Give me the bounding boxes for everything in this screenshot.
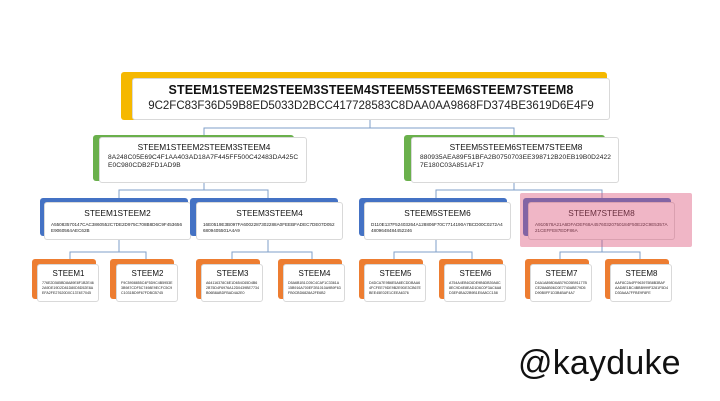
connector-l3b-l4 [231, 238, 313, 262]
leaf-node-hash: 776E2D585BD8A89E8F1B2E462A9DE19D2D81D80D… [42, 281, 94, 295]
level3-node-hash: D110E137F52403264A128806F70C7714190A7BCD… [371, 222, 503, 233]
connector-root-left [203, 120, 371, 136]
highlight-overlay [520, 193, 692, 247]
level3-node-34: STEEM3STEEM4 16E0519E3B097FA600228730228… [196, 202, 343, 240]
level3-node-78: STEEM7STEEM8 A910578A21A6DFADEF68A457603… [528, 202, 675, 240]
leaf-node-title: STEEM1 [52, 269, 85, 278]
level3-node-title: STEEM3STEEM4 [236, 208, 303, 218]
leaf-node-title: STEEM3 [216, 269, 249, 278]
connector-l2a-l3a [118, 182, 205, 200]
level3-node-56: STEEM5STEEM6 D110E137F52403264A128806F70… [364, 202, 511, 240]
leaf-node-steem3: STEEM3 A64116378C6E1D654C65D4B62B75D4F69… [201, 264, 263, 302]
leaf-node-hash: A754A4EB6C6DE9B6DB39A8C8EC9D4E8EAD1D6C0F… [449, 281, 502, 295]
leaf-node-hash: AAF8C2A4FF963975B8B3BAF AAD8E1BC4BBB999F… [615, 281, 668, 295]
level3-node-hash: 16E0519E3B097FA6002287302288A0FEEBFADEC7… [203, 222, 335, 233]
level3-node-title: STEEM5STEEM6 [404, 208, 471, 218]
root-node-title: STEEM1STEEM2STEEM3STEEM4STEEM5STEEM6STEE… [168, 83, 574, 97]
connector-l3d-l4 [559, 238, 641, 262]
leaf-node-steem8: STEEM8 AAF8C2A4FF963975B8B3BAF AAD8E1BC4… [610, 264, 672, 302]
connector-l2b-l3c [435, 182, 515, 200]
leaf-node-hash: D4DCA7E9B6E5A8ECDDBAA64FCFEE79DE9B2E9DE3… [369, 281, 421, 295]
level2-node-1234: STEEM1STEEM2STEEM3STEEM4 8A248C05E69C4F1… [99, 137, 307, 183]
level2-node-5678: STEEM5STEEM6STEEM7STEEM8 880935AEA89F51B… [411, 137, 619, 183]
level3-node-title: STEEM1STEEM2 [84, 208, 151, 218]
level3-node-hash: A55083570147CAC3860552C7DE2D975C708B8D6C… [51, 222, 183, 233]
level2-node-hash: 8A248C05E69C4F1AA403AD18A7F445FF500C4248… [108, 154, 299, 169]
level2-node-title: STEEM1STEEM2STEEM3STEEM4 [137, 142, 271, 152]
leaf-node-title: STEEM8 [625, 269, 658, 278]
leaf-node-title: STEEM5 [379, 269, 412, 278]
level3-node-title: STEEM7STEEM8 [568, 208, 635, 218]
leaf-node-steem2: STEEM2 F9C5908855C4F5D9C4B5953E3B987CDF5… [116, 264, 178, 302]
author-watermark: @kayduke [518, 344, 681, 382]
leaf-node-steem7: STEEM7 D4A1A898D6AB79C05B91177BCE28A6B06… [530, 264, 592, 302]
leaf-node-title: STEEM7 [545, 269, 578, 278]
leaf-node-hash: A64116378C6E1D654C65D4B62B75D4F6976A12D0… [206, 281, 259, 295]
level3-node-hash: A910578A21A6DFADEF68A45760320750184F50E2… [535, 222, 668, 233]
root-node: STEEM1STEEM2STEEM3STEEM4STEEM5STEEM6STEE… [132, 78, 610, 120]
leaf-node-title: STEEM2 [131, 269, 164, 278]
connector-root-right [370, 127, 515, 136]
level3-node-12: STEEM1STEEM2 A55083570147CAC3860552C7DE2… [44, 202, 191, 240]
leaf-node-steem6: STEEM6 A754A4EB6C6DE9B6DB39A8C8EC9D4E8EA… [444, 264, 506, 302]
leaf-node-title: STEEM4 [298, 269, 331, 278]
leaf-node-hash: D5A6B1B1C05C4CAF1C3361A15B916A700EF2B101… [288, 281, 341, 295]
leaf-node-hash: F9C5908855C4F5D9C4B5953E3B987CDF5C7498E9… [121, 281, 173, 295]
root-node-hash: 9C2FC83F36D59B8ED5033D2BCC417728583C8DAA… [148, 100, 594, 112]
connector-l2a-l3b [204, 189, 269, 200]
connector-l3c-l4 [393, 238, 473, 262]
leaf-node-hash: D4A1A898D6AB79C05B91177BCE28A6B06C0E7740… [535, 281, 587, 295]
connector-l3a-l4 [69, 238, 147, 262]
leaf-node-steem5: STEEM5 D4DCA7E9B6E5A8ECDDBAA64FCFEE79DE9… [364, 264, 426, 302]
leaf-node-steem1: STEEM1 776E2D585BD8A89E8F1B2E462A9DE19D2… [37, 264, 99, 302]
leaf-node-title: STEEM6 [459, 269, 492, 278]
leaf-node-steem4: STEEM4 D5A6B1B1C05C4CAF1C3361A15B916A700… [283, 264, 345, 302]
level2-node-hash: 880935AEA89F51BFA2B0750703EE398712B20EB1… [420, 154, 612, 169]
connector-l2b-l3d [514, 189, 603, 200]
level2-node-title: STEEM5STEEM6STEEM7STEEM8 [449, 142, 583, 152]
